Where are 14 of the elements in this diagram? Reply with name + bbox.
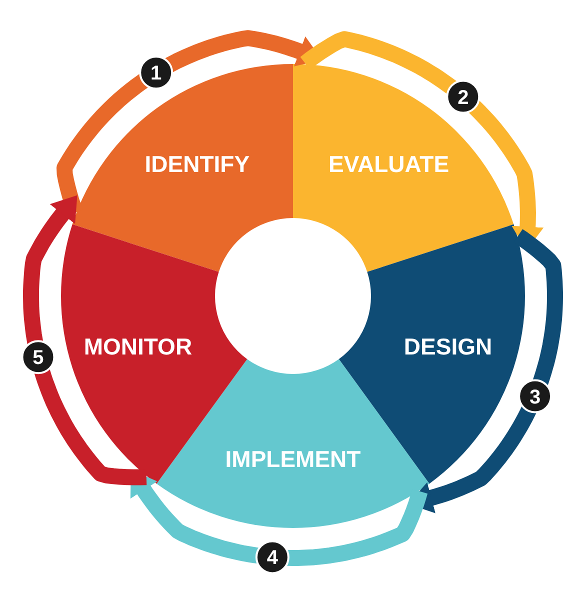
callout-number: 2 (446, 80, 480, 114)
callout-number: 4 (255, 540, 290, 574)
pie-segment (156, 359, 430, 528)
pie-segment (293, 64, 514, 272)
cycle-arrow (23, 195, 148, 486)
segment-label: DESIGN (404, 333, 492, 360)
callout-number: 3 (518, 379, 552, 414)
segment-label: MONITOR (84, 333, 192, 360)
segment-label: IMPLEMENT (225, 446, 361, 472)
segment-label: IDENTIFY (144, 151, 250, 178)
callout-number: 1 (139, 56, 174, 90)
pie-segment (72, 64, 293, 272)
segment-label: EVALUATE (328, 151, 450, 178)
callout-number: 5 (21, 340, 56, 374)
